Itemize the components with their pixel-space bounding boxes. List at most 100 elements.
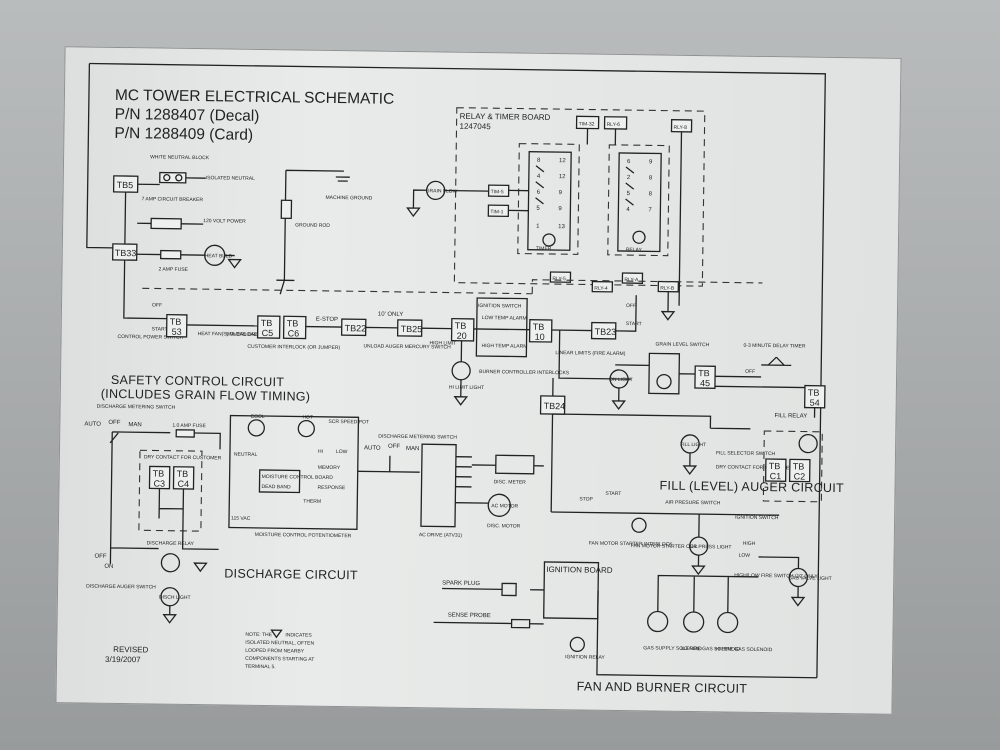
control-power-label: CONTROL POWER SWITCH <box>118 334 184 341</box>
burner-interlock-label: BURNER CONTROLLER INTERLOCKS <box>479 369 570 376</box>
fan-burner-title: FAN AND BURNER CIRCUIT <box>577 679 748 695</box>
svg-text:TB22: TB22 <box>345 323 367 333</box>
gas-valve-label: GAS VALVE LIGHT <box>788 575 832 582</box>
fill-circuit-title: FILL (LEVEL) AUGER CIRCUIT <box>659 479 844 496</box>
svg-text:TB: TB <box>261 318 273 328</box>
svg-text:LOW: LOW <box>739 553 751 559</box>
svg-text:TB: TB <box>287 318 299 328</box>
timer-label: TIMER <box>536 246 552 252</box>
svg-text:TB25: TB25 <box>401 324 423 334</box>
white-neutral-label: WHITE NEUTRAL BLOCK <box>150 154 210 161</box>
electrical-schematic: MC TOWER ELECTRICAL SCHEMATIC P/N 128840… <box>84 62 844 696</box>
linear-limits-label: LINEAR LIMITS (FIRE ALARM) <box>555 350 625 357</box>
schematic-title: MC TOWER ELECTRICAL SCHEMATIC P/N 128840… <box>114 87 395 144</box>
tb5-label: TB5 <box>117 180 134 190</box>
disch-auto: AUTO <box>84 422 101 428</box>
hi-limit-light-icon <box>451 361 471 381</box>
two-amp-fuse <box>160 249 182 260</box>
schematic-decal: MC TOWER ELECTRICAL SCHEMATIC P/N 128840… <box>55 46 902 715</box>
fan-interlock-label: FAN MOTOR STARTER INTERLOCK <box>589 541 674 548</box>
heat-bulb-label: HEAT BULB <box>205 253 233 259</box>
svg-text:TB: TB <box>455 321 467 331</box>
circuit-breaker <box>150 217 182 230</box>
svg-text:TB23: TB23 <box>595 327 617 337</box>
svg-text:TB24: TB24 <box>544 401 566 411</box>
svg-text:53: 53 <box>172 327 182 337</box>
grain-flow-label: GRAIN FLOW <box>426 188 458 194</box>
tb33-label: TB33 <box>115 248 137 258</box>
svg-text:TB: TB <box>698 368 710 378</box>
disc-motor-icon <box>487 493 511 517</box>
svg-text:7: 7 <box>648 207 652 213</box>
svg-text:9: 9 <box>649 159 653 165</box>
disch-auger-label: DISCHARGE AUGER SWITCH <box>86 584 156 591</box>
tb53-terminal <box>165 313 188 338</box>
air-light-label: AIR PRESS LIGHT <box>689 544 732 551</box>
high-limit-label: HIGH LIMIT <box>429 340 456 346</box>
safety-circuit-title: SAFETY CONTROL CIRCUIT <box>111 373 285 389</box>
ignition-relay-label: IGNITION RELAY <box>565 654 605 661</box>
svg-text:TB: TB <box>153 468 165 478</box>
ignition-board-label: IGNITION BOARD <box>546 565 613 575</box>
tbc5-terminal <box>256 315 281 339</box>
svg-text:12: 12 <box>559 174 566 180</box>
on-light-label: ON LIGHT <box>609 377 633 383</box>
svg-text:13: 13 <box>558 224 565 230</box>
tb10-terminal <box>528 319 553 343</box>
two-amp-label: 2 AMP FUSE <box>158 267 188 273</box>
svg-text:HI: HI <box>318 449 323 455</box>
svg-text:THERM: THERM <box>303 499 321 505</box>
mercury-label: UNLOAD AUGER MERCURY SWITCH <box>363 343 451 350</box>
title-line-1: MC TOWER ELECTRICAL SCHEMATIC <box>115 87 395 108</box>
tbc2-terminal <box>788 458 811 483</box>
tb45-terminal <box>694 365 716 389</box>
revised-label: REVISED <box>113 645 148 654</box>
revised-date: 3/19/2007 <box>105 655 141 665</box>
vac-label: 115 VAC <box>231 516 251 522</box>
svg-text:10: 10 <box>535 332 545 342</box>
svg-text:12: 12 <box>559 158 566 164</box>
title-line-2: P/N 1288407 (Decal) <box>115 106 260 125</box>
safety-off: OFF <box>626 303 636 309</box>
svg-text:COOL: COOL <box>250 414 264 420</box>
discharge-circuit-title: DISCHARGE CIRCUIT <box>224 566 358 582</box>
delay-off: OFF <box>745 369 755 375</box>
fan-burner-circuit: STOP START AIR PRESURE SWITCH FAN MOTOR … <box>433 491 832 696</box>
svg-text:5: 5 <box>627 191 631 197</box>
ground-rod-icon <box>276 218 295 295</box>
high-temp-label: HIGH TEMP ALARM <box>481 343 527 350</box>
svg-text:TB: TB <box>177 469 189 479</box>
svg-text:RESPONSE: RESPONSE <box>317 485 346 491</box>
ac-drive-box <box>420 443 457 528</box>
dead-band-label: DEAD BAND <box>261 484 291 490</box>
svg-text:TB: TB <box>170 317 182 327</box>
customer-interlock-label: CUSTOMER INTERLOCK (OR JUMPER) <box>247 344 340 351</box>
discharge-circuit: DISCHARGE METERING SWITCH AUTO OFF MAN 1… <box>84 404 544 624</box>
heat-fans-label: HEAT FAN(S) OVERLOAD <box>198 331 258 338</box>
svg-text:ISOLATED NEUTRAL, OFTEN: ISOLATED NEUTRAL, OFTEN <box>245 640 314 647</box>
svg-text:C2: C2 <box>794 471 806 481</box>
svg-text:1: 1 <box>536 224 540 230</box>
fill-dry-contact-label: DRY CONTACT FOR CUSTOMER <box>716 464 794 471</box>
lo-fire-label: LO FIRE GAS SOLENOID <box>681 646 740 653</box>
title-line-3: P/N 1288409 (Card) <box>114 125 253 144</box>
fill-relay-label: FILL RELAY <box>774 413 807 419</box>
fuse-label: 1.0 AMP FUSE <box>172 423 206 429</box>
mc-metering-label: DISCHARGE METERING SWITCH <box>378 434 457 441</box>
svg-text:TB: TB <box>808 388 820 398</box>
svg-text:54: 54 <box>810 398 820 408</box>
fill-selector-label: FILL SELECTOR SWITCH <box>716 450 776 457</box>
fill-light-label: FILL LIGHT <box>680 442 706 448</box>
svg-text:AC MOTOR: AC MOTOR <box>491 503 518 509</box>
rlyb-label: RLY-B <box>660 286 675 292</box>
svg-text:AUTO: AUTO <box>364 445 381 451</box>
svg-text:NOTE: THE: NOTE: THE <box>245 632 272 638</box>
svg-text:INDICATES: INDICATES <box>285 632 312 638</box>
fill-auger-circuit: FILL LIGHT FILL SELECTOR SWITCH DRY CONT… <box>552 413 844 503</box>
fb-ignition-switch-label: IGNITION SWITCH <box>735 515 779 522</box>
svg-text:START: START <box>605 491 621 497</box>
revision-info: REVISED 3/19/2007 <box>105 645 149 665</box>
svg-text:C4: C4 <box>177 479 189 489</box>
